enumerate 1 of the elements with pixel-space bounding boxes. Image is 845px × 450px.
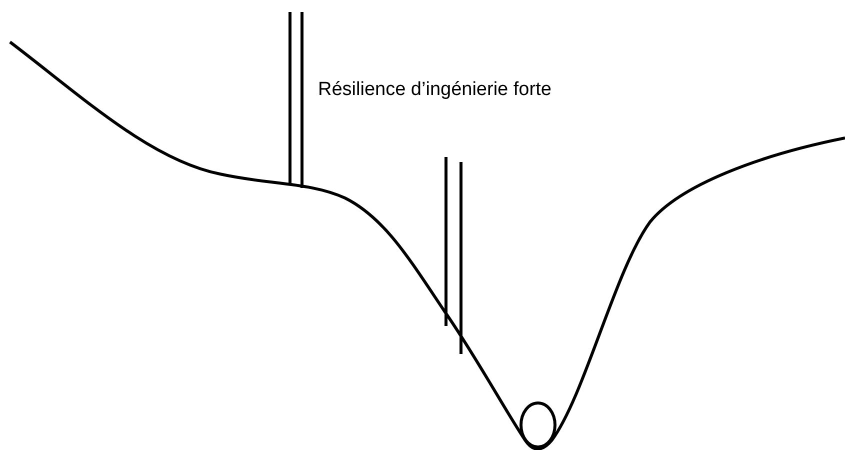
annotation-text: Résilience d’ingénierie forte bbox=[318, 79, 552, 101]
